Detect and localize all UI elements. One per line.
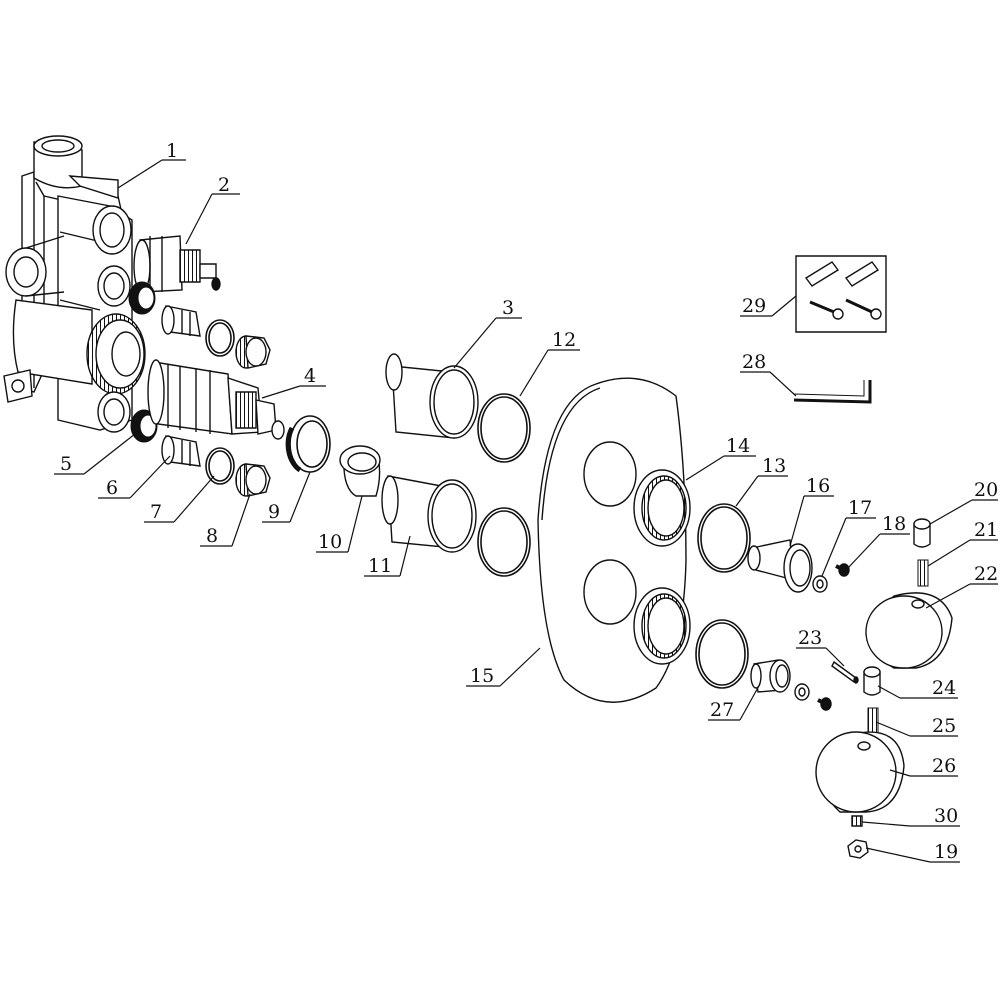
spindle-extension — [748, 540, 812, 592]
washer-small — [795, 576, 827, 700]
valve-body — [4, 136, 145, 432]
callout-1: 1 — [117, 140, 186, 189]
callout-23: 23 — [796, 627, 845, 667]
callout-26-label: 26 — [932, 755, 956, 777]
callout-9: 9 — [262, 471, 311, 523]
callout-18: 18 — [847, 513, 910, 569]
callout-17: 17 — [821, 497, 876, 577]
callout-8-label: 8 — [206, 525, 218, 547]
callout-25: 25 — [875, 715, 958, 737]
callout-19-label: 19 — [934, 841, 958, 863]
callout-7-label: 7 — [150, 501, 162, 523]
spindle-extension-small — [751, 660, 790, 692]
callout-4: 4 — [261, 365, 326, 399]
callout-21-label: 21 — [974, 519, 998, 541]
callout-26: 26 — [889, 755, 958, 777]
split-ring — [288, 416, 330, 472]
bonnet-nut — [236, 336, 270, 496]
callout-24-label: 24 — [932, 677, 956, 699]
pin — [832, 662, 858, 683]
callout-6-label: 6 — [106, 477, 118, 499]
callout-16-label: 16 — [806, 475, 830, 497]
grub-screw — [848, 816, 868, 858]
callout-8: 8 — [200, 493, 251, 547]
callout-10: 10 — [316, 495, 363, 553]
callout-24: 24 — [877, 677, 958, 699]
callout-22-label: 22 — [974, 563, 998, 585]
callout-15-label: 15 — [470, 665, 494, 687]
callout-15: 15 — [466, 647, 541, 687]
callout-16: 16 — [789, 475, 834, 547]
callout-2: 2 — [185, 174, 240, 245]
callout-28-label: 28 — [742, 351, 766, 373]
callout-1-label: 1 — [166, 140, 178, 162]
fixing-kit — [796, 256, 886, 332]
handle-cap — [864, 519, 930, 695]
callout-19: 19 — [865, 841, 960, 863]
callout-23-label: 23 — [798, 627, 822, 649]
spindle-adapter — [162, 306, 200, 466]
callout-6: 6 — [98, 455, 171, 499]
callout-21: 21 — [927, 519, 998, 567]
callout-10-label: 10 — [318, 531, 342, 553]
thermostatic-cartridge — [148, 360, 284, 439]
allen-key — [794, 380, 870, 402]
clip-sleeve — [340, 446, 380, 496]
callout-13-label: 13 — [762, 455, 786, 477]
callout-17-label: 17 — [848, 497, 872, 519]
callout-9-label: 9 — [268, 501, 280, 523]
washer-black — [129, 282, 157, 442]
callout-14-label: 14 — [726, 435, 750, 457]
callout-13: 13 — [735, 455, 788, 507]
ceramic-cartridge-top — [134, 236, 220, 292]
handle-knob-lower — [816, 732, 904, 812]
callout-22: 22 — [925, 563, 998, 609]
callout-5-label: 5 — [60, 453, 72, 475]
callout-3-label: 3 — [502, 297, 514, 319]
callout-29-label: 29 — [742, 295, 766, 317]
callout-12: 12 — [519, 329, 580, 397]
callout-27-label: 27 — [710, 699, 734, 721]
callout-11: 11 — [364, 535, 411, 577]
callout-29: 29 — [740, 295, 797, 317]
callout-12-label: 12 — [552, 329, 576, 351]
o-ring-large — [478, 394, 750, 688]
callout-5: 5 — [54, 429, 141, 475]
o-ring-small — [206, 320, 234, 484]
callout-28: 28 — [740, 351, 797, 397]
callout-20-label: 20 — [974, 479, 998, 501]
callouts: 1 2 3 4 5 6 — [54, 140, 998, 863]
callout-11-label: 11 — [368, 555, 392, 577]
trim-ring — [634, 470, 690, 664]
callout-27: 27 — [708, 683, 761, 721]
sleeve-lower — [382, 476, 476, 552]
handle-knob-upper — [866, 593, 952, 668]
callout-7: 7 — [144, 475, 215, 523]
callout-30-label: 30 — [934, 805, 958, 827]
sleeve-upper — [386, 354, 478, 438]
callout-25-label: 25 — [932, 715, 956, 737]
callout-3: 3 — [453, 297, 522, 369]
callout-18-label: 18 — [882, 513, 906, 535]
callout-4-label: 4 — [304, 365, 316, 387]
callout-14: 14 — [685, 435, 756, 481]
callout-20: 20 — [929, 479, 998, 525]
callout-2-label: 2 — [218, 174, 230, 196]
handle-screw — [818, 564, 849, 710]
callout-30: 30 — [861, 805, 960, 827]
